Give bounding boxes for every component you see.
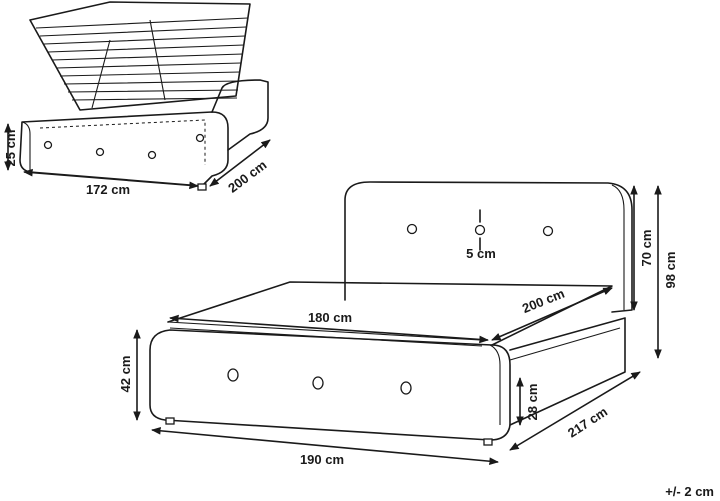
total-height-label: 98 cm	[663, 252, 678, 289]
total-width-dimension	[151, 426, 499, 466]
storage-height-label: 25 cm	[3, 130, 18, 167]
storage-length-label: 200 cm	[225, 157, 269, 196]
storage-bed-drawing	[19, 1, 269, 191]
storage-width-label: 172 cm	[86, 182, 130, 197]
mattress-width-dimension	[169, 314, 489, 344]
mattress-width-label: 180 cm	[308, 310, 352, 325]
mattress-length-dimension	[491, 287, 613, 341]
storage-length-dimension	[209, 139, 271, 187]
total-length-dimension	[509, 371, 641, 451]
button-size-label: 5 cm	[466, 246, 496, 261]
headboard-height-label: 70 cm	[639, 230, 654, 267]
lid-slats	[35, 17, 249, 101]
footboard-height-label: 42 cm	[118, 356, 133, 393]
total-length-label: 217 cm	[565, 404, 610, 441]
main-bed-drawing	[149, 181, 633, 446]
frame-height-label: 28 cm	[525, 384, 540, 421]
tolerance-label: +/- 2 cm	[665, 484, 714, 499]
storage-width-dimension	[23, 168, 199, 190]
total-width-label: 190 cm	[300, 452, 344, 467]
